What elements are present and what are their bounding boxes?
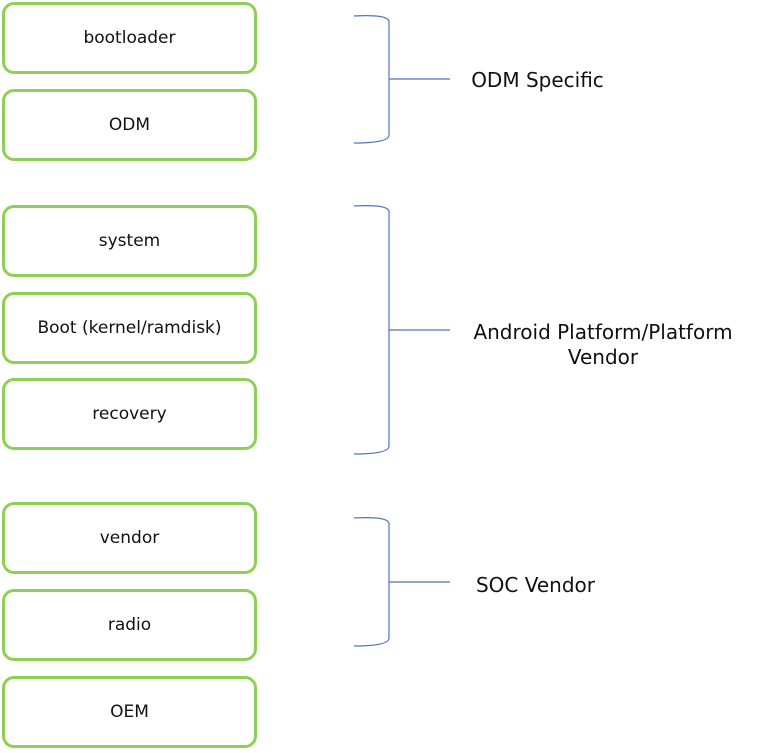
partition-box-boot: Boot (kernel/ramdisk) (2, 292, 257, 364)
partition-box-bootloader: bootloader (2, 2, 257, 74)
partition-box-oem: OEM (2, 676, 257, 748)
partition-box-system: system (2, 205, 257, 277)
partition-box-odm: ODM (2, 89, 257, 161)
group-label-android-platform: Android Platform/Platform Vendor (473, 320, 733, 369)
partition-box-radio: radio (2, 589, 257, 661)
brace-odm-specific (353, 15, 450, 144)
brace-android-platform (353, 205, 450, 455)
group-label-odm-specific: ODM Specific (471, 68, 604, 92)
partition-box-vendor: vendor (2, 502, 257, 574)
brace-soc-vendor (353, 517, 450, 647)
group-label-soc-vendor: SOC Vendor (475, 573, 596, 597)
partition-box-recovery: recovery (2, 378, 257, 450)
